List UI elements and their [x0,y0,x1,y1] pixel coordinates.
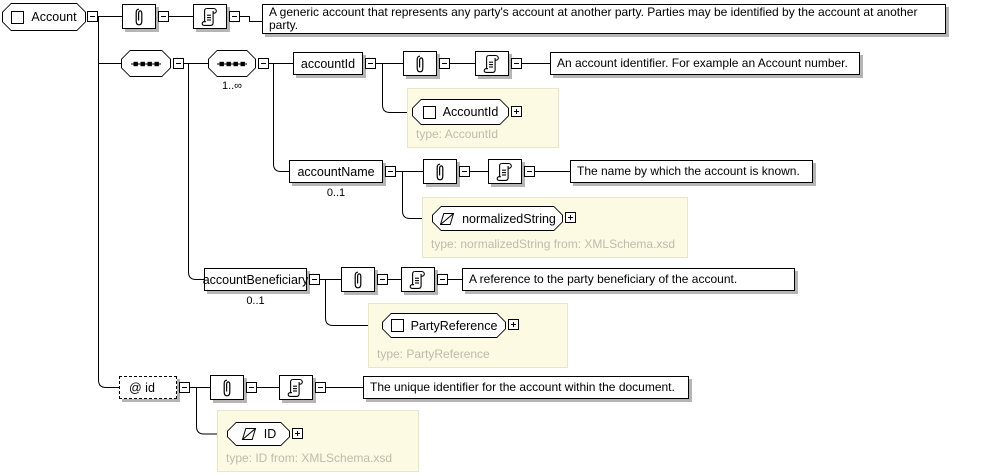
expand-toggle-id-type[interactable] [292,428,303,439]
type-element-normalizedstring-label: normalizedString [462,211,556,226]
collapse-toggle-annotation[interactable] [158,11,169,22]
collapse-toggle-attribute-id[interactable] [179,382,190,393]
documentation-text: The unique identifier for the account wi… [370,380,675,394]
element-accountbeneficiary[interactable]: accountBeneficiary [202,268,309,291]
documentation-text: The name by which the account is known. [577,164,800,178]
octagon-fill [433,207,562,230]
documentation-node[interactable] [475,51,509,76]
collapse-toggle-accountname[interactable] [385,166,396,177]
sequence-dots-icon [217,61,247,66]
sequence-outer-content [121,50,171,77]
scroll-icon [201,7,217,26]
type-element-id-label: ID [263,427,277,441]
collapse-toggle-documentation[interactable] [524,166,535,177]
documentation-node[interactable] [401,267,435,292]
collapse-toggle-account[interactable] [87,11,98,22]
collapse-toggle-annotation[interactable] [246,382,257,393]
sequence-inner-content [208,50,256,77]
paperclip-icon [416,55,424,72]
scroll-icon [483,54,499,73]
collapse-toggle-annotation[interactable] [377,274,388,285]
type-element-partyreference-content: PartyReference [382,313,506,338]
type-element-partyreference[interactable]: PartyReference [382,313,506,338]
simple-type-icon [241,428,256,440]
attribute-id-label: @ id [129,380,155,395]
paperclip-icon [135,8,143,25]
occurs-label-sequence-inner: 1..∞ [221,80,243,92]
element-accountid[interactable]: accountId [293,52,363,75]
collapse-toggle-sequence-inner[interactable] [258,58,269,69]
element-icon [422,105,436,119]
documentation-text-account[interactable]: A generic account that represents any pa… [262,4,946,34]
annotation-node[interactable] [341,267,375,292]
expand-toggle-accountid-type[interactable] [511,106,522,117]
annotation-node[interactable] [210,375,244,400]
type-element-partyreference-label: PartyReference [410,318,498,333]
annotation-node[interactable] [423,159,457,184]
occurs-label-accountname: 0..1 [326,187,346,199]
documentation-text-accountname[interactable]: The name by which the account is known. [570,160,813,183]
documentation-text-accountid[interactable]: An account identifier. For example an Ac… [550,52,860,75]
type-caption: type: PartyReference [377,347,490,361]
expand-toggle-normalizedstring-type[interactable] [565,212,576,223]
scroll-icon [409,270,425,289]
element-accountname[interactable]: accountName [289,160,383,183]
annotation-node[interactable] [403,51,437,76]
collapse-toggle-annotation[interactable] [459,166,470,177]
documentation-text: A reference to the party beneficiary of … [469,272,738,286]
type-caption: type: normalizedString from: XMLSchema.x… [431,237,676,251]
octagon-fill [383,314,505,337]
collapse-toggle-documentation[interactable] [315,382,326,393]
scroll-icon [287,378,303,397]
element-account[interactable]: Account [2,3,86,31]
collapse-toggle-accountbeneficiary[interactable] [309,274,320,285]
element-accountid-label: accountId [300,56,356,71]
scroll-icon [496,162,512,181]
collapse-toggle-sequence-outer[interactable] [173,58,184,69]
collapse-toggle-accountid[interactable] [365,58,376,69]
paperclip-icon [223,379,231,396]
type-element-accountid-label: AccountId [442,105,499,119]
type-element-accountid-content: AccountId [412,99,509,125]
type-caption: type: AccountId [416,127,499,141]
type-element-normalizedstring[interactable]: normalizedString [432,206,563,231]
element-account-content: Account [2,3,86,31]
occurs-label-accountbeneficiary: 0..1 [246,295,265,307]
documentation-text-attribute-id[interactable]: The unique identifier for the account wi… [363,376,689,399]
element-account-label: Account [31,10,77,24]
sequence-dots-icon [131,61,161,66]
expand-toggle-partyreference-type[interactable] [508,319,519,330]
type-element-accountid[interactable]: AccountId [412,99,509,125]
type-element-normalizedstring-content: normalizedString [432,206,563,231]
attribute-id[interactable]: @ id [119,376,177,399]
documentation-text: A generic account that represents any pa… [269,5,918,32]
collapse-toggle-documentation[interactable] [229,11,240,22]
documentation-node[interactable] [488,159,522,184]
annotation-node[interactable] [122,4,156,29]
documentation-text: An account identifier. For example an Ac… [557,56,848,70]
collapse-toggle-documentation[interactable] [511,58,522,69]
simple-type-icon [439,212,455,225]
documentation-node[interactable] [279,375,313,400]
collapse-toggle-documentation[interactable] [437,274,448,285]
paperclip-icon [354,271,362,288]
type-element-id[interactable]: ID [227,422,290,446]
paperclip-icon [436,163,444,180]
collapse-toggle-annotation[interactable] [439,58,450,69]
element-icon [390,319,404,332]
sequence-outer[interactable] [121,50,171,77]
documentation-node[interactable] [193,4,227,29]
type-element-id-content: ID [227,422,290,446]
documentation-text-accountbeneficiary[interactable]: A reference to the party beneficiary of … [462,268,795,291]
element-accountbeneficiary-label: accountBeneficiary [202,272,309,287]
element-icon [11,10,25,24]
sequence-inner[interactable] [208,50,256,77]
type-caption: type: ID from: XMLSchema.xsd [226,451,393,465]
element-accountname-label: accountName [297,164,375,179]
